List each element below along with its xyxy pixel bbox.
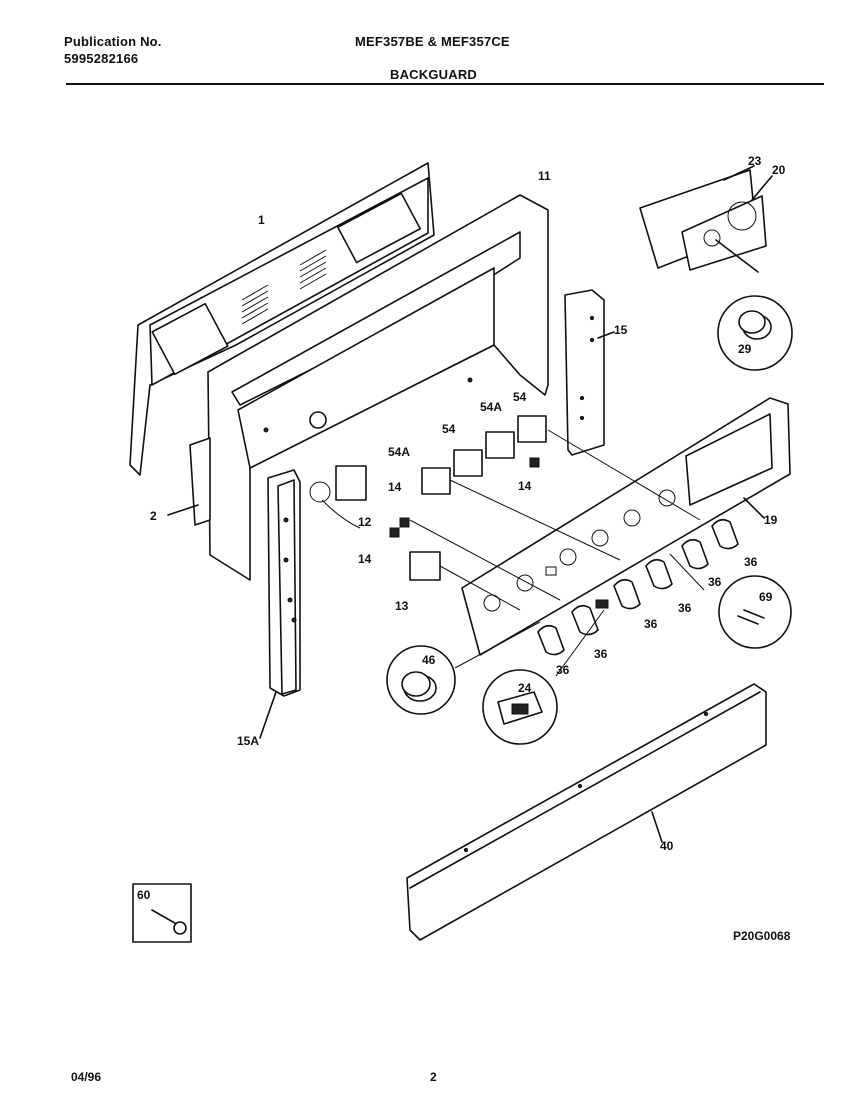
callout-20: 20: [772, 163, 786, 177]
callout-46: 46: [422, 653, 436, 667]
knobs-36: [537, 518, 739, 656]
callout-36-f: 36: [744, 555, 758, 569]
part-60-screw-box: [132, 883, 192, 943]
callout-14-b: 14: [358, 552, 372, 566]
publication-label: Publication No.: [64, 34, 162, 49]
callout-24: 24: [518, 681, 532, 695]
callout-54-a: 54: [442, 422, 456, 436]
footer-date: 04/96: [71, 1070, 102, 1084]
part-1-back-panel: [129, 162, 435, 476]
callout-15: 15: [614, 323, 628, 337]
callout-54A-b: 54A: [480, 400, 502, 414]
callout-1: 1: [258, 213, 265, 227]
callout-13: 13: [395, 599, 409, 613]
callout-36-c: 36: [644, 617, 658, 631]
callout-69: 69: [759, 590, 773, 604]
callout-54A-a: 54A: [388, 445, 410, 459]
part-15-right-bracket: [564, 289, 615, 456]
callout-labels: 1 2 11 12 13 14 14 14 15 15A 19 20 23 24…: [137, 154, 791, 943]
callout-2: 2: [150, 509, 157, 523]
callout-36-b: 36: [594, 647, 608, 661]
part-40-trim-strip: [406, 683, 767, 941]
callout-36-e: 36: [708, 575, 722, 589]
footer-page-number: 2: [430, 1070, 437, 1084]
part-11-backguard-frame: [207, 194, 549, 581]
publication-number: 5995282166: [64, 51, 139, 66]
part-19-control-panel: [461, 397, 791, 656]
drawing-code: P20G0068: [733, 929, 791, 943]
part-23-20-clock: [639, 165, 773, 273]
callout-40: 40: [660, 839, 674, 853]
section-title: BACKGUARD: [390, 67, 478, 82]
callout-19: 19: [764, 513, 778, 527]
switch-components: [309, 415, 701, 611]
callout-23: 23: [748, 154, 762, 168]
detail-circles: [386, 295, 793, 745]
callout-36-d: 36: [678, 601, 692, 615]
callout-11: 11: [538, 169, 551, 183]
callout-14-a: 14: [388, 480, 402, 494]
header-rule: [66, 83, 824, 85]
callout-29: 29: [738, 342, 752, 356]
callout-60: 60: [137, 888, 151, 902]
callout-15A: 15A: [237, 734, 259, 748]
callout-54-b: 54: [513, 390, 527, 404]
part-15A-left-bracket: [259, 469, 301, 739]
model-number: MEF357BE & MEF357CE: [355, 34, 510, 49]
part-2-side-bracket: [167, 437, 211, 526]
callout-12: 12: [358, 515, 372, 529]
callout-36-a: 36: [556, 663, 570, 677]
callout-14-c: 14: [518, 479, 532, 493]
